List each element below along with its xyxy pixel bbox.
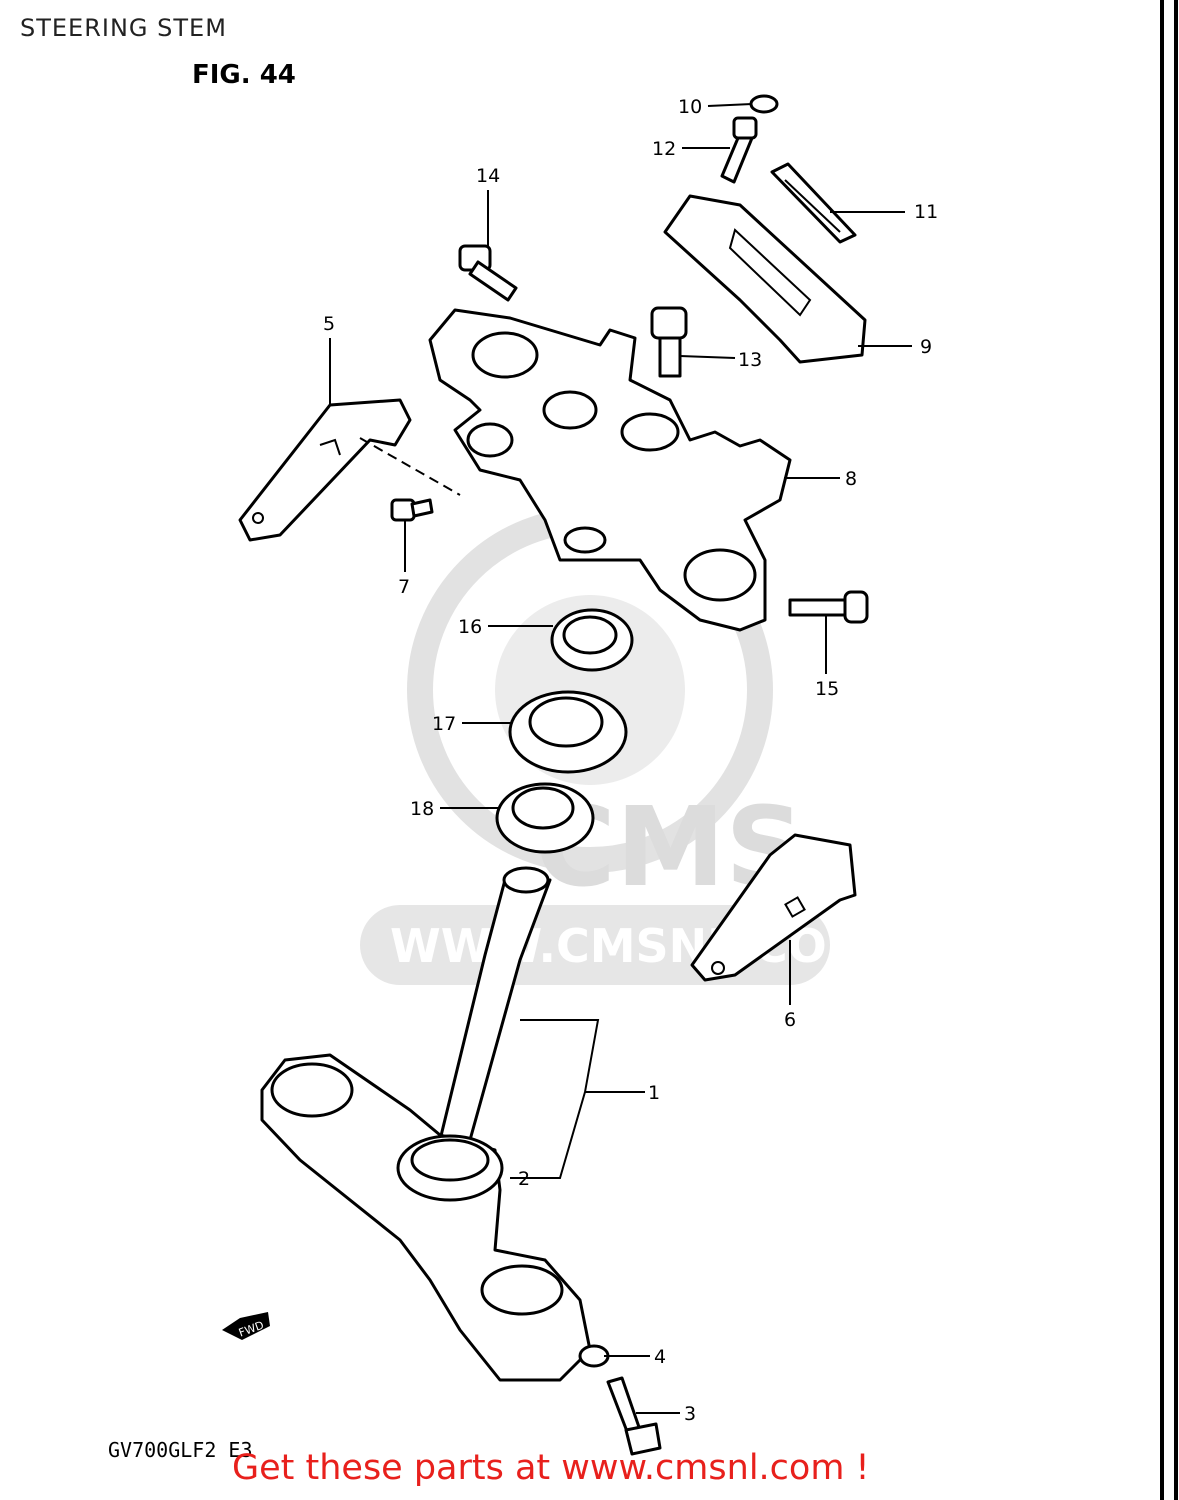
part-13-bolt bbox=[650, 306, 688, 378]
part-9-cover bbox=[663, 194, 867, 364]
callout-14: 14 bbox=[476, 165, 500, 187]
leader-lines bbox=[329, 103, 912, 1414]
part-17-dust-seal bbox=[508, 690, 628, 774]
callout-18: 18 bbox=[410, 798, 434, 820]
page-title: STEERING STEM bbox=[20, 14, 227, 42]
callout-6: 6 bbox=[784, 1009, 796, 1031]
callout-15: 15 bbox=[815, 678, 839, 700]
part-3-bolt bbox=[606, 1376, 662, 1456]
part-12-bolt bbox=[720, 116, 758, 184]
part-11-emblem bbox=[770, 162, 857, 244]
callout-5: 5 bbox=[323, 313, 335, 335]
part-10-cap bbox=[749, 94, 779, 114]
part-8-upper-bracket bbox=[428, 308, 792, 632]
part-7-screw bbox=[359, 437, 461, 522]
callout-labels: 1 2 3 4 5 6 7 8 9 10 11 12 13 14 15 16 1… bbox=[323, 96, 938, 1425]
callout-2: 2 bbox=[518, 1168, 530, 1190]
callout-7: 7 bbox=[398, 576, 410, 598]
part-14-bolt bbox=[458, 244, 518, 302]
part-4-washer bbox=[578, 1344, 610, 1368]
cta-link[interactable]: Get these parts at www.cmsnl.com ! bbox=[232, 1448, 870, 1488]
part-18-bearing bbox=[495, 782, 595, 854]
part-15-bolt bbox=[788, 590, 869, 624]
figure-label: FIG. 44 bbox=[192, 60, 296, 90]
callout-17: 17 bbox=[432, 713, 456, 735]
part-1-steering-stem bbox=[260, 866, 592, 1382]
callout-11: 11 bbox=[914, 201, 938, 223]
callout-13: 13 bbox=[738, 349, 762, 371]
callout-10: 10 bbox=[678, 96, 702, 118]
callout-16: 16 bbox=[458, 616, 482, 638]
callout-4: 4 bbox=[654, 1346, 666, 1368]
callout-12: 12 bbox=[652, 138, 676, 160]
callout-8: 8 bbox=[845, 468, 857, 490]
fwd-arrow-icon: FWD bbox=[222, 1312, 270, 1340]
callout-3: 3 bbox=[684, 1403, 696, 1425]
callout-9: 9 bbox=[920, 336, 932, 358]
part-6-right-bracket bbox=[690, 833, 857, 982]
part-16-nut bbox=[550, 608, 634, 672]
part-5-left-bracket bbox=[238, 398, 412, 542]
callout-1: 1 bbox=[648, 1082, 660, 1104]
model-code: GV700GLF2 E3 bbox=[108, 1438, 253, 1462]
